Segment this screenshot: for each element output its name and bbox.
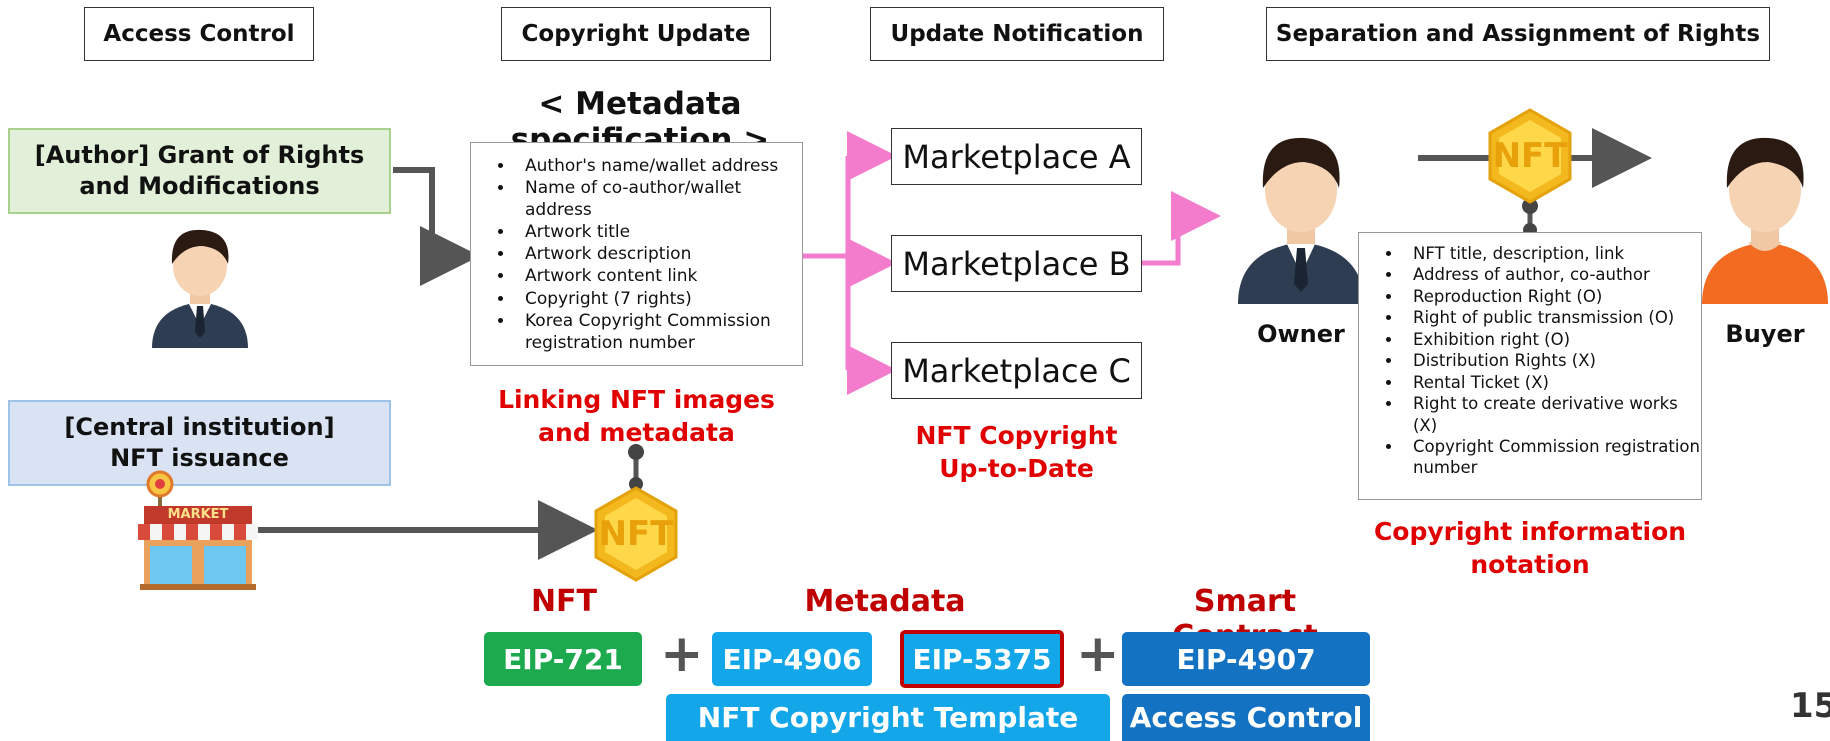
linking-caption: Linking NFT images and metadata: [470, 384, 803, 449]
author-to-metadata-arrow: [393, 167, 480, 286]
eip-4906-badge: EIP-4906: [712, 632, 872, 686]
list-item: Copyright Commission registration number: [1403, 436, 1701, 479]
marketplace-b: Marketplace B: [891, 235, 1142, 292]
nft-standard-label: NFT: [530, 584, 598, 619]
linking-caption-line2: and metadata: [538, 417, 735, 447]
list-item: Address of author, co-author: [1403, 264, 1701, 285]
author-box-line1: [Author] Grant of Rights: [34, 140, 365, 169]
list-item: Artwork content link: [515, 265, 802, 287]
plus-sign: +: [1076, 624, 1120, 684]
list-item: Right of public transmission (O): [1403, 307, 1701, 328]
rights-list: NFT title, description, link Address of …: [1359, 243, 1701, 479]
notation-line1: Copyright information: [1373, 517, 1687, 546]
list-item: Artwork title: [515, 221, 802, 243]
author-box: [Author] Grant of Rights and Modificatio…: [8, 128, 391, 214]
marketplace-a: Marketplace A: [891, 128, 1142, 185]
access-control-bar: Access Control: [1122, 694, 1370, 741]
central-institution-box: [Central institution] NFT issuance: [8, 400, 391, 486]
metadata-spec-box: Author's name/wallet address Name of co-…: [470, 142, 803, 366]
uptodate-line1: NFT Copyright: [915, 421, 1118, 450]
marketplace-b-to-owner-arrow: [1142, 191, 1221, 266]
eip-5375-badge: EIP-5375: [900, 630, 1064, 688]
nft-transfer-token-text: NFT: [1492, 136, 1568, 176]
nft-token-text: NFT: [598, 514, 674, 554]
list-item: Distribution Rights (X): [1403, 350, 1701, 371]
author-person-icon: [152, 229, 248, 348]
copyright-notation-caption: Copyright information notation: [1358, 516, 1702, 581]
plus-sign: +: [660, 624, 704, 684]
central-box-line2: NFT issuance: [110, 444, 289, 472]
header-update-notification: Update Notification: [870, 7, 1164, 61]
header-access-control: Access Control: [84, 7, 314, 61]
market-sign-text: MARKET: [167, 507, 229, 522]
nft-token-icon: NFT: [592, 486, 680, 582]
list-item: Reproduction Right (O): [1403, 286, 1701, 307]
eip-721-badge: EIP-721: [484, 632, 642, 686]
list-item: Author's name/wallet address: [515, 155, 802, 177]
list-item: NFT title, description, link: [1403, 243, 1701, 264]
list-item: Artwork description: [515, 243, 802, 265]
rights-info-box: NFT title, description, link Address of …: [1358, 232, 1702, 500]
author-box-line2: and Modifications: [79, 172, 320, 200]
eip-4907-badge: EIP-4907: [1122, 632, 1370, 686]
owner-person-icon: [1238, 137, 1364, 304]
header-separation-assignment: Separation and Assignment of Rights: [1266, 7, 1770, 61]
list-item: Right to create derivative works (X): [1403, 393, 1701, 436]
metadata-list: Author's name/wallet address Name of co-…: [471, 155, 802, 354]
marketplace-c: Marketplace C: [891, 342, 1142, 399]
nft-transfer-token-icon: NFT: [1486, 108, 1574, 204]
page-number: 15: [1790, 686, 1830, 726]
list-item: Rental Ticket (X): [1403, 372, 1701, 393]
market-store-icon: MARKET: [136, 470, 260, 590]
central-box-line1: [Central institution]: [64, 412, 335, 441]
list-item: Copyright (7 rights): [515, 288, 802, 310]
uptodate-line2: Up-to-Date: [939, 453, 1094, 483]
notation-line2: notation: [1470, 549, 1590, 579]
owner-label: Owner: [1257, 320, 1345, 348]
buyer-label: Buyer: [1725, 320, 1805, 348]
list-item: Korea Copyright Commission registration …: [515, 310, 802, 354]
linking-caption-line1: Linking NFT images: [498, 385, 775, 414]
copyright-uptodate-caption: NFT Copyright Up-to-Date: [891, 420, 1142, 485]
list-item: Name of co-author/wallet address: [515, 177, 802, 221]
header-copyright-update: Copyright Update: [501, 7, 771, 61]
list-item: Exhibition right (O): [1403, 329, 1701, 350]
metadata-standard-label: Metadata: [804, 584, 966, 619]
buyer-person-icon: [1702, 137, 1828, 304]
nft-copyright-template-bar: NFT Copyright Template: [666, 694, 1110, 741]
